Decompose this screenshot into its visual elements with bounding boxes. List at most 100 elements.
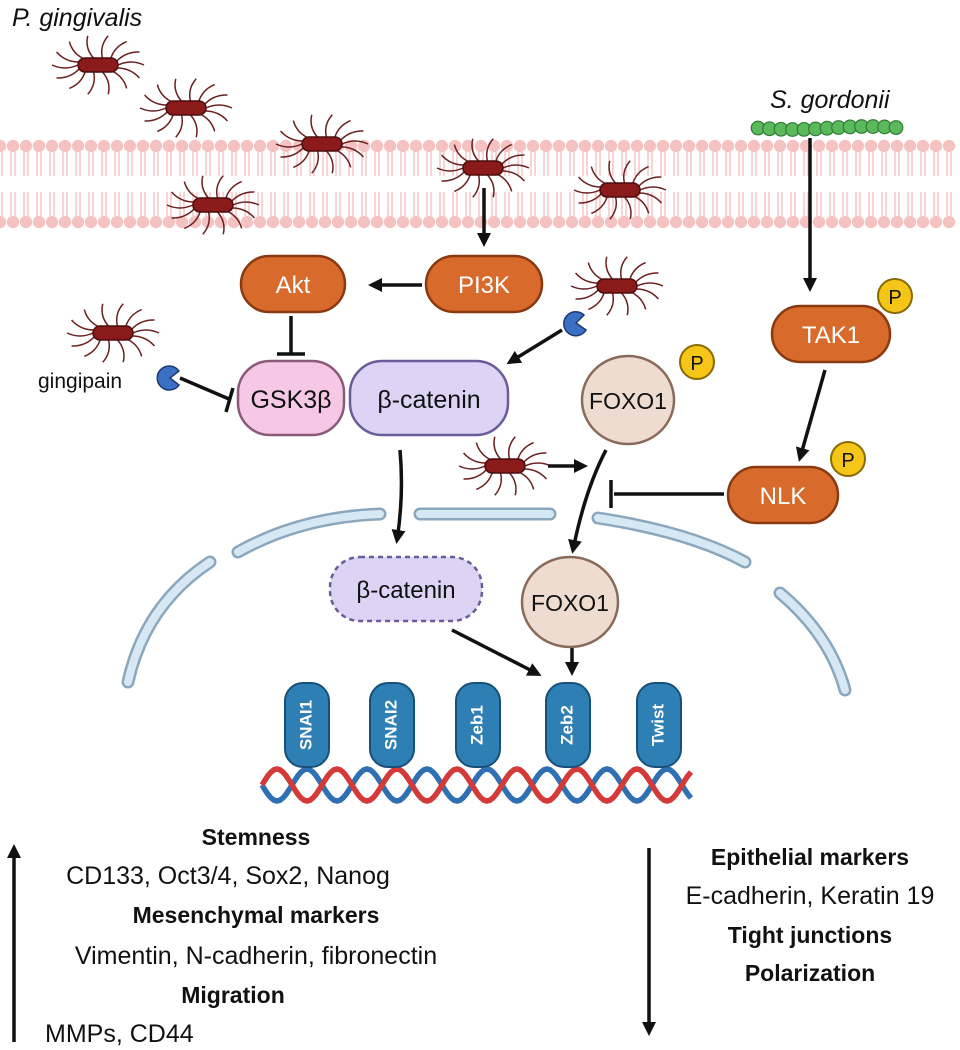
p-gingivalis-icon	[275, 114, 369, 174]
nlk-node: NLK	[726, 465, 840, 525]
gsk3b-node: GSK3β	[236, 359, 346, 437]
nuclear-envelope	[121, 507, 852, 697]
lipid	[552, 139, 566, 229]
bcat-label: β-catenin	[377, 386, 480, 414]
lipid	[370, 139, 384, 229]
lipid	[721, 139, 735, 229]
lipid	[409, 139, 423, 229]
lipid	[240, 139, 254, 229]
gsk3b-label: GSK3β	[250, 386, 331, 414]
bcat-nuclear-label: β-catenin	[356, 577, 455, 604]
lipid	[422, 139, 436, 229]
lipid	[448, 139, 462, 229]
gingipain-label: gingipain	[38, 370, 122, 393]
svg-text:P: P	[888, 287, 901, 309]
svg-text:P: P	[841, 450, 854, 472]
tf-snai2: SNAI2	[369, 682, 415, 768]
inhibit-gingipain-to-gsk3b	[179, 376, 230, 401]
p-gingivalis-icon	[570, 256, 664, 316]
lipid	[617, 139, 631, 229]
lipid	[708, 139, 722, 229]
arrow-bcat-translocation	[391, 449, 406, 544]
lipid	[6, 139, 20, 229]
bcat-node: β-catenin	[348, 359, 510, 437]
lipid	[500, 139, 514, 229]
lipid	[461, 139, 475, 229]
up-text-migration: MMPs, CD44	[45, 1020, 194, 1048]
nlk-label: NLK	[760, 483, 807, 510]
p-gingivalis-icon	[139, 78, 233, 138]
lipid	[331, 139, 345, 229]
p-gingivalis-icon	[66, 303, 160, 363]
lipid	[929, 139, 943, 229]
arrow-bcat-nuc-to-zeb2	[451, 628, 542, 676]
p-gingivalis-icon	[436, 138, 530, 198]
lipid	[877, 139, 891, 229]
lipid	[0, 139, 7, 229]
gingipain-enzyme-2-icon	[563, 310, 588, 337]
lipid	[279, 139, 293, 229]
lipid	[812, 139, 826, 229]
lipid	[682, 139, 696, 229]
pg-label: P. gingivalis	[12, 4, 142, 32]
lipid	[734, 139, 748, 229]
tf-twist: Twist	[636, 682, 682, 768]
tf-label: SNAI1	[296, 700, 315, 750]
lipid	[786, 139, 800, 229]
tf-zeb1: Zeb1	[455, 682, 501, 768]
lipid	[123, 139, 137, 229]
tf-zeb2: Zeb2	[545, 682, 591, 768]
lipid	[110, 139, 124, 229]
up-heading-migration: Migration	[181, 982, 285, 1008]
lipid	[851, 139, 865, 229]
tf-label: Zeb2	[557, 705, 576, 745]
lipid	[58, 139, 72, 229]
lipid	[565, 139, 579, 229]
p-gingivalis-icon	[51, 35, 145, 95]
lipid	[19, 139, 33, 229]
lipid	[383, 139, 397, 229]
lipid	[890, 139, 904, 229]
up-heading-stemness: Stemness	[201, 824, 311, 850]
arrow-tak1-to-nlk	[795, 369, 827, 462]
up-text-stemness: CD133, Oct3/4, Sox2, Nanog	[66, 862, 390, 890]
lipid	[396, 139, 410, 229]
gingipain-enzyme-icon	[156, 365, 181, 391]
foxo1-node: FOXO1	[580, 354, 676, 446]
foxo1-label: FOXO1	[589, 388, 667, 414]
p-gingivalis-icon	[573, 160, 667, 220]
inhibit-gingipain-bar	[224, 387, 235, 413]
down-heading-epithelial: Epithelial markers	[710, 844, 910, 870]
lipid	[526, 139, 540, 229]
pathway-edges	[179, 138, 827, 676]
lipid	[214, 139, 228, 229]
lipid	[32, 139, 46, 229]
lipid	[643, 139, 657, 229]
lipid	[201, 139, 215, 229]
cell-membrane	[0, 139, 956, 229]
pi3k-node: PI3K	[424, 254, 544, 314]
lipid	[344, 139, 358, 229]
akt-node: Akt	[239, 254, 347, 314]
tak1-node: TAK1	[770, 304, 892, 364]
lipid	[539, 139, 553, 229]
lipid	[864, 139, 878, 229]
foxo1-nuclear-label: FOXO1	[531, 590, 609, 616]
lipid	[149, 139, 163, 229]
lipid	[942, 139, 956, 229]
lipid	[253, 139, 267, 229]
lipid	[175, 139, 189, 229]
coccus	[888, 120, 904, 135]
svg-text:P: P	[690, 353, 703, 375]
arrow-foxo1-translocation	[568, 449, 608, 554]
lipid	[487, 139, 501, 229]
lipid	[669, 139, 683, 229]
arrow-gingipain2-to-bcat	[506, 328, 563, 365]
sg-label: S. gordonii	[770, 86, 891, 114]
dna-strand-red	[259, 766, 694, 804]
down-heading-polarization: Polarization	[744, 960, 876, 986]
lipid	[695, 139, 709, 229]
lipid	[71, 139, 85, 229]
nuclear-envelope-fill	[124, 510, 849, 694]
